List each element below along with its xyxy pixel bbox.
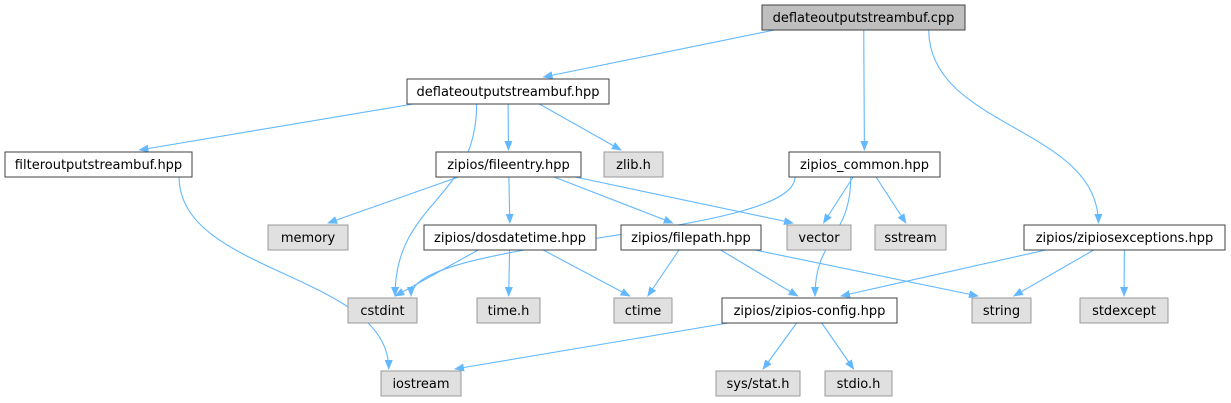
- edge-config-to-stdioh: [821, 322, 855, 370]
- node-config[interactable]: zipios/zipios-config.hpp: [721, 297, 898, 324]
- node-box-iostream: [380, 370, 462, 397]
- edge-dosb_hpp-to-fosb_hpp: [138, 103, 414, 153]
- node-iostream: iostream: [380, 370, 462, 397]
- edge-fosb_hpp-to-iostream: [178, 176, 393, 370]
- edge-filepath-to-string: [754, 249, 979, 299]
- node-exceptions[interactable]: zipios/zipiosexceptions.hpp: [1023, 224, 1226, 251]
- node-label-vector: vector: [798, 231, 840, 246]
- node-label-ctime: ctime: [625, 304, 662, 319]
- node-box-fosb_hpp: [4, 151, 193, 178]
- node-ctime: ctime: [613, 297, 673, 324]
- edge-exceptions-to-string: [1012, 249, 1095, 297]
- node-label-fileentry: zipios/fileentry.hpp: [447, 158, 570, 173]
- node-label-zlib: zlib.h: [616, 158, 651, 173]
- edge-common-to-vector: [823, 176, 854, 224]
- node-zlib: zlib.h: [603, 151, 664, 178]
- node-box-stdioh: [824, 370, 893, 397]
- node-label-sysstat: sys/stat.h: [727, 377, 790, 392]
- node-label-stdexcept: stdexcept: [1092, 304, 1156, 319]
- node-box-vector: [786, 224, 852, 251]
- edge-fileentry-to-dosdatetime: [505, 176, 514, 224]
- node-box-dosb_hpp: [406, 78, 610, 105]
- node-label-common: zipios_common.hpp: [800, 158, 929, 173]
- node-box-timeh: [476, 297, 541, 324]
- node-label-timeh: time.h: [488, 304, 530, 319]
- node-cstdint: cstdint: [347, 297, 418, 324]
- nodes-layer: deflateoutputstreambuf.cpp deflateoutputs…: [4, 4, 1226, 397]
- edge-exceptions-to-config: [840, 249, 1046, 298]
- node-label-fosb_hpp: filteroutputstreambuf.hpp: [15, 158, 182, 173]
- node-box-stdexcept: [1079, 297, 1169, 324]
- node-label-iostream: iostream: [392, 377, 449, 392]
- node-label-root: deflateoutputstreambuf.cpp: [773, 11, 955, 26]
- node-label-sstream: sstream: [884, 231, 936, 246]
- node-root: deflateoutputstreambuf.cpp: [761, 4, 966, 31]
- node-label-cstdint: cstdint: [360, 304, 404, 319]
- edge-root-to-exceptions: [928, 29, 1103, 224]
- node-box-dosdatetime: [423, 224, 597, 251]
- node-stdexcept: stdexcept: [1079, 297, 1169, 324]
- node-box-string: [971, 297, 1032, 324]
- edge-fileentry-to-memory: [327, 176, 459, 224]
- node-label-exceptions: zipios/zipiosexceptions.hpp: [1036, 231, 1214, 246]
- edges-layer: [138, 29, 1129, 372]
- node-label-stdioh: stdio.h: [837, 377, 881, 392]
- edge-fileentry-to-vector: [574, 176, 794, 226]
- edge-common-to-sstream: [875, 176, 907, 224]
- edge-dosdatetime-to-cstdint: [394, 249, 479, 297]
- node-sysstat: sys/stat.h: [715, 370, 801, 397]
- node-dosdatetime[interactable]: zipios/dosdatetime.hpp: [423, 224, 597, 251]
- node-label-filepath: zipios/filepath.hpp: [631, 231, 751, 246]
- edge-filepath-to-ctime: [647, 249, 680, 297]
- node-label-dosb_hpp: deflateoutputstreambuf.hpp: [417, 85, 600, 100]
- node-box-exceptions: [1023, 224, 1226, 251]
- node-box-cstdint: [347, 297, 418, 324]
- node-label-dosdatetime: zipios/dosdatetime.hpp: [434, 231, 586, 246]
- node-box-fileentry: [435, 151, 582, 178]
- node-box-filepath: [620, 224, 762, 251]
- node-sstream: sstream: [874, 224, 947, 251]
- node-box-sstream: [874, 224, 947, 251]
- node-label-config: zipios/zipios-config.hpp: [734, 304, 886, 319]
- node-box-zlib: [603, 151, 664, 178]
- edge-dosdatetime-to-timeh: [504, 249, 513, 297]
- node-box-sysstat: [715, 370, 801, 397]
- node-fileentry[interactable]: zipios/fileentry.hpp: [435, 151, 582, 178]
- node-dosb_hpp[interactable]: deflateoutputstreambuf.hpp: [406, 78, 610, 105]
- node-stdioh: stdio.h: [824, 370, 893, 397]
- node-vector: vector: [786, 224, 852, 251]
- node-box-memory: [267, 224, 349, 251]
- edge-common-to-cstdint: [407, 176, 796, 297]
- edge-filepath-to-config: [720, 249, 799, 297]
- node-box-root: [761, 4, 966, 31]
- edge-root-to-common: [860, 29, 869, 151]
- node-fosb_hpp[interactable]: filteroutputstreambuf.hpp: [4, 151, 193, 178]
- edge-dosb_hpp-to-cstdint: [391, 103, 478, 297]
- node-label-memory: memory: [281, 231, 336, 246]
- node-box-ctime: [613, 297, 673, 324]
- edge-config-to-iostream: [454, 322, 729, 372]
- edge-fileentry-to-filepath: [553, 176, 674, 224]
- edge-dosdatetime-to-ctime: [542, 249, 631, 297]
- node-common[interactable]: zipios_common.hpp: [788, 151, 941, 178]
- node-label-string: string: [983, 304, 1020, 319]
- node-box-config: [721, 297, 898, 324]
- node-timeh: time.h: [476, 297, 541, 324]
- edge-dosb_hpp-to-zlib: [539, 103, 622, 151]
- edge-root-to-dosb_hpp: [542, 29, 775, 80]
- edge-config-to-sysstat: [762, 322, 798, 370]
- node-memory: memory: [267, 224, 349, 251]
- node-box-common: [788, 151, 941, 178]
- node-filepath[interactable]: zipios/filepath.hpp: [620, 224, 762, 251]
- node-string: string: [971, 297, 1032, 324]
